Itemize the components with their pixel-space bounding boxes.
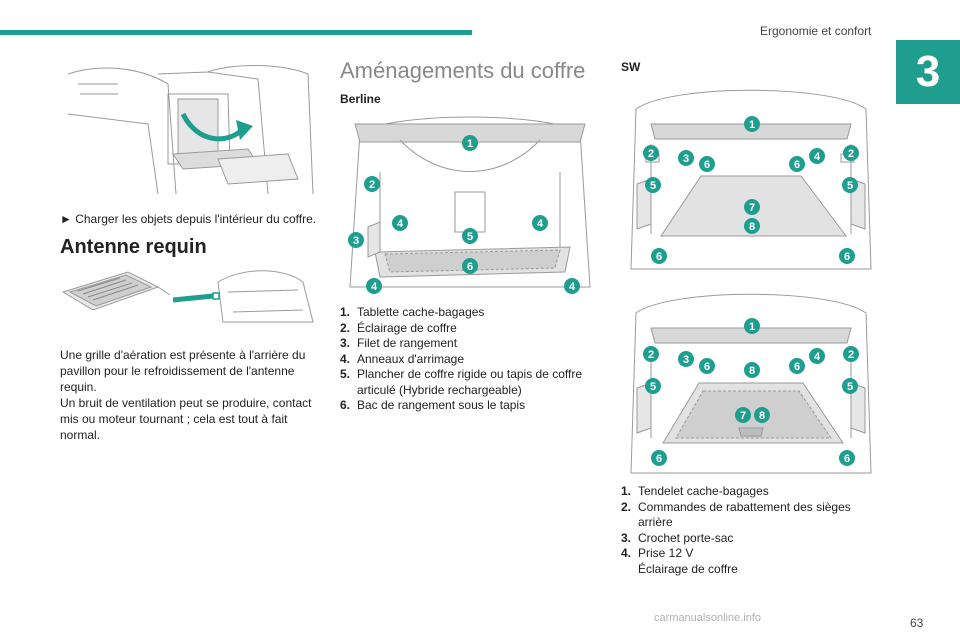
- svg-text:8: 8: [749, 365, 755, 377]
- legend-item: 1.Tablette cache-bagages: [340, 305, 485, 319]
- sedan-legend: 1.Tablette cache-bagages 2.Éclairage de …: [340, 305, 602, 414]
- chapter-tab: 3: [896, 40, 960, 104]
- svg-text:2: 2: [848, 349, 854, 361]
- svg-text:1: 1: [467, 138, 473, 150]
- svg-text:4: 4: [569, 281, 576, 293]
- svg-text:7: 7: [749, 202, 755, 214]
- svg-text:6: 6: [794, 159, 800, 171]
- sw-boot-illustration-1: 1 2 2 3 6 6 4 5 5 7 8 6 6: [630, 89, 872, 270]
- sw-subtitle: SW: [621, 60, 641, 74]
- sw-callouts-2: 1 2 2 3 6 8 6 4 5 5 7 8 6 6: [643, 318, 859, 466]
- svg-text:3: 3: [353, 235, 359, 247]
- top-accent-bar: [0, 30, 472, 35]
- rear-seat-armrest-illustration: [67, 65, 314, 195]
- legend-item: 1.Tendelet cache-bagages: [621, 484, 769, 498]
- legend-item: 2.Éclairage de coffre: [340, 320, 457, 335]
- sw-legend: 1.Tendelet cache-bagages 2.Commandes de …: [621, 484, 881, 577]
- svg-text:4: 4: [814, 151, 821, 163]
- svg-text:6: 6: [656, 251, 662, 263]
- svg-text:5: 5: [650, 381, 656, 393]
- svg-text:6: 6: [467, 261, 473, 273]
- svg-text:6: 6: [704, 361, 710, 373]
- svg-text:6: 6: [844, 453, 850, 465]
- svg-text:5: 5: [467, 231, 473, 243]
- svg-text:8: 8: [749, 221, 755, 233]
- svg-text:6: 6: [704, 159, 710, 171]
- svg-text:5: 5: [650, 180, 656, 192]
- svg-text:2: 2: [848, 148, 854, 160]
- sedan-boot-illustration: 1 2 3 4 4 5 6 4 4: [348, 116, 591, 294]
- svg-text:3: 3: [683, 153, 689, 165]
- page-number: 63: [910, 616, 924, 630]
- svg-text:4: 4: [397, 218, 404, 230]
- svg-text:4: 4: [537, 218, 544, 230]
- svg-text:2: 2: [369, 179, 375, 191]
- load-bullet: ► Charger les objets depuis l'intérieur …: [60, 212, 317, 226]
- boot-fittings-title: Aménagements du coffre: [340, 58, 586, 83]
- svg-text:6: 6: [794, 361, 800, 373]
- svg-text:2: 2: [648, 349, 654, 361]
- svg-text:6: 6: [656, 453, 662, 465]
- svg-text:2: 2: [648, 148, 654, 160]
- svg-text:5: 5: [847, 381, 853, 393]
- svg-text:3: 3: [683, 354, 689, 366]
- sedan-callouts: 1 2 3 4 4 5 6 4 4: [348, 135, 580, 294]
- svg-text:5: 5: [847, 180, 853, 192]
- legend-item: 3.Filet de rangement: [340, 336, 458, 350]
- antenna-title: Antenne requin: [60, 236, 207, 258]
- svg-text:6: 6: [844, 251, 850, 263]
- svg-text:4: 4: [371, 281, 378, 293]
- legend-item: 3.Crochet porte-sac: [621, 530, 734, 545]
- legend-item: 4.Anneaux d'arrimage: [340, 351, 465, 366]
- svg-text:8: 8: [759, 410, 765, 422]
- shark-antenna-illustration: [61, 270, 314, 323]
- legend-item: 5.Plancher de coffre rigide ou tapis de …: [340, 367, 583, 397]
- sw-callouts-1: 1 2 2 3 6 6 4 5 5 7 8 6 6: [643, 116, 859, 264]
- svg-text:1: 1: [749, 119, 755, 131]
- sw-boot-illustration-2: 1 2 2 3 6 8 6 4 5 5 7 8 6 6: [630, 293, 872, 474]
- antenna-paragraph-2: Un bruit de ventilation peut se produire…: [60, 396, 312, 442]
- svg-text:1: 1: [749, 321, 755, 333]
- section-header: Ergonomie et confort: [760, 24, 872, 38]
- svg-text:7: 7: [740, 410, 746, 422]
- antenna-paragraph-1: Une grille d'aération est présente à l'a…: [60, 348, 306, 394]
- legend-item: 6.Bac de rangement sous le tapis: [340, 398, 526, 412]
- sedan-subtitle: Berline: [340, 92, 381, 106]
- watermark: carmanualsonline.info: [654, 612, 762, 624]
- svg-text:4: 4: [814, 351, 821, 363]
